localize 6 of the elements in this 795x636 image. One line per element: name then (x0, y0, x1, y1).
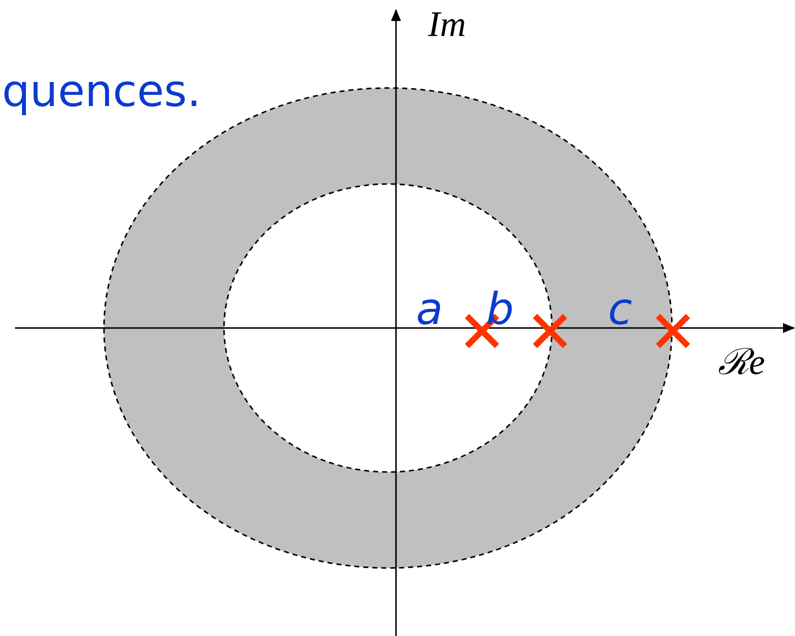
axis-label: ℛe (718, 344, 765, 380)
point-label: b (486, 288, 514, 332)
point-label: c (608, 288, 632, 332)
point-label: a (416, 288, 443, 332)
axis-label: Im (428, 6, 466, 42)
heading-fragment: quences. (2, 70, 201, 114)
